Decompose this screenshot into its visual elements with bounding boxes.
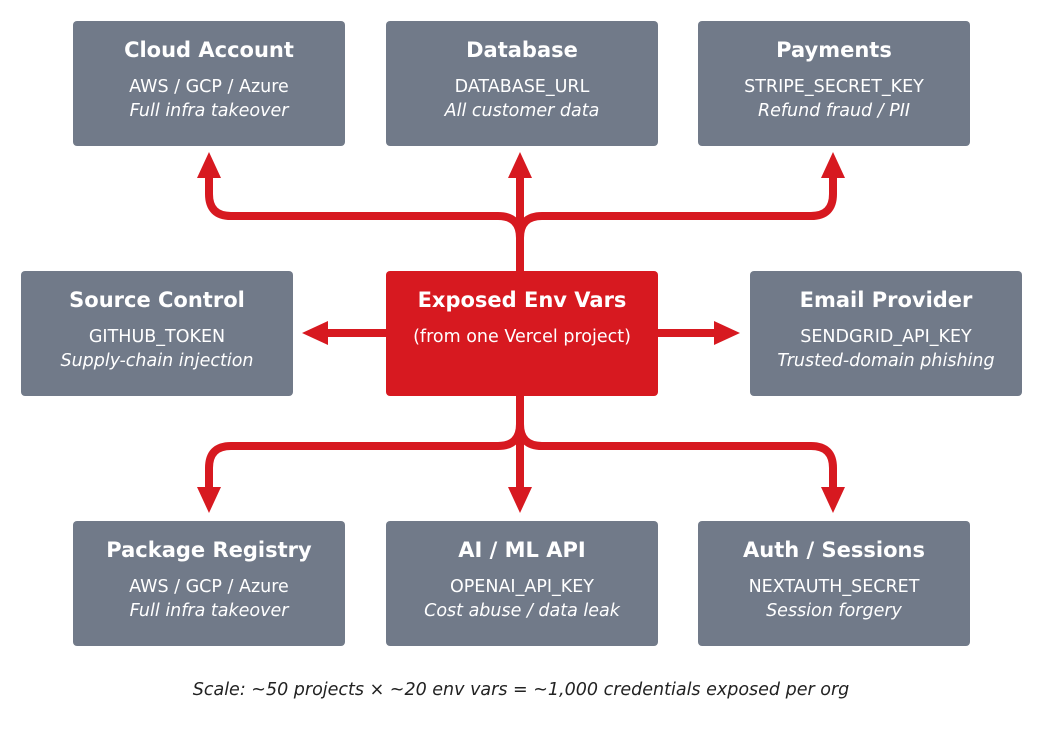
arrow-to-package-registry — [205, 396, 524, 489]
node-package-registry: Package Registry AWS / GCP / Azure Full … — [73, 521, 345, 646]
node-impact: Full infra takeover — [129, 601, 289, 621]
arrowhead-up-icon — [821, 152, 845, 178]
node-title: Auth / Sessions — [743, 538, 925, 562]
node-impact: Trusted-domain phishing — [777, 351, 995, 371]
node-title: AI / ML API — [458, 538, 586, 562]
node-credential: GITHUB_TOKEN — [88, 327, 226, 347]
node-impact: Full infra takeover — [129, 101, 289, 121]
node-ai-ml-api: AI / ML API OPENAI_API_KEY Cost abuse / … — [386, 521, 658, 646]
node-credential: NEXTAUTH_SECRET — [748, 577, 920, 597]
node-impact: Supply-chain injection — [60, 351, 254, 371]
center-subtitle: (from one Vercel project) — [413, 327, 631, 347]
arrow-to-payments — [516, 176, 837, 239]
node-credential: AWS / GCP / Azure — [129, 77, 289, 97]
center-title: Exposed Env Vars — [417, 288, 627, 312]
node-title: Email Provider — [799, 288, 973, 312]
node-title: Payments — [776, 38, 892, 62]
arrowhead-down-icon — [197, 487, 221, 513]
node-title: Source Control — [69, 288, 245, 312]
arrowhead-up-icon — [197, 152, 221, 178]
arrow-to-auth-sessions — [516, 423, 837, 489]
arrow-to-cloud-account — [205, 176, 524, 271]
scale-footnote: Scale: ~50 projects × ~20 env vars = ~1,… — [192, 680, 850, 700]
node-impact: All customer data — [444, 101, 600, 121]
node-credential: AWS / GCP / Azure — [129, 577, 289, 597]
node-source-control: Source Control GITHUB_TOKEN Supply-chain… — [21, 271, 293, 396]
node-impact: Session forgery — [766, 601, 902, 621]
node-database: Database DATABASE_URL All customer data — [386, 21, 658, 146]
arrowhead-down-icon — [508, 487, 532, 513]
arrowhead-right-icon — [714, 321, 740, 345]
node-payments: Payments STRIPE_SECRET_KEY Refund fraud … — [698, 21, 970, 146]
node-title: Cloud Account — [124, 38, 294, 62]
node-title: Database — [466, 38, 578, 62]
arrowhead-up-icon — [508, 152, 532, 178]
node-auth-sessions: Auth / Sessions NEXTAUTH_SECRET Session … — [698, 521, 970, 646]
node-cloud-account: Cloud Account AWS / GCP / Azure Full inf… — [73, 21, 345, 146]
node-title: Package Registry — [106, 538, 312, 562]
node-impact: Refund fraud / PII — [757, 101, 911, 121]
arrowhead-left-icon — [302, 321, 328, 345]
node-exposed-env-vars: Exposed Env Vars (from one Vercel projec… — [386, 271, 658, 396]
node-credential: DATABASE_URL — [454, 77, 590, 97]
node-credential: OPENAI_API_KEY — [449, 577, 595, 597]
arrowhead-down-icon — [821, 487, 845, 513]
node-credential: SENDGRID_API_KEY — [800, 327, 972, 347]
node-impact: Cost abuse / data leak — [424, 601, 620, 621]
node-credential: STRIPE_SECRET_KEY — [744, 77, 924, 97]
node-email-provider: Email Provider SENDGRID_API_KEY Trusted-… — [750, 271, 1022, 396]
